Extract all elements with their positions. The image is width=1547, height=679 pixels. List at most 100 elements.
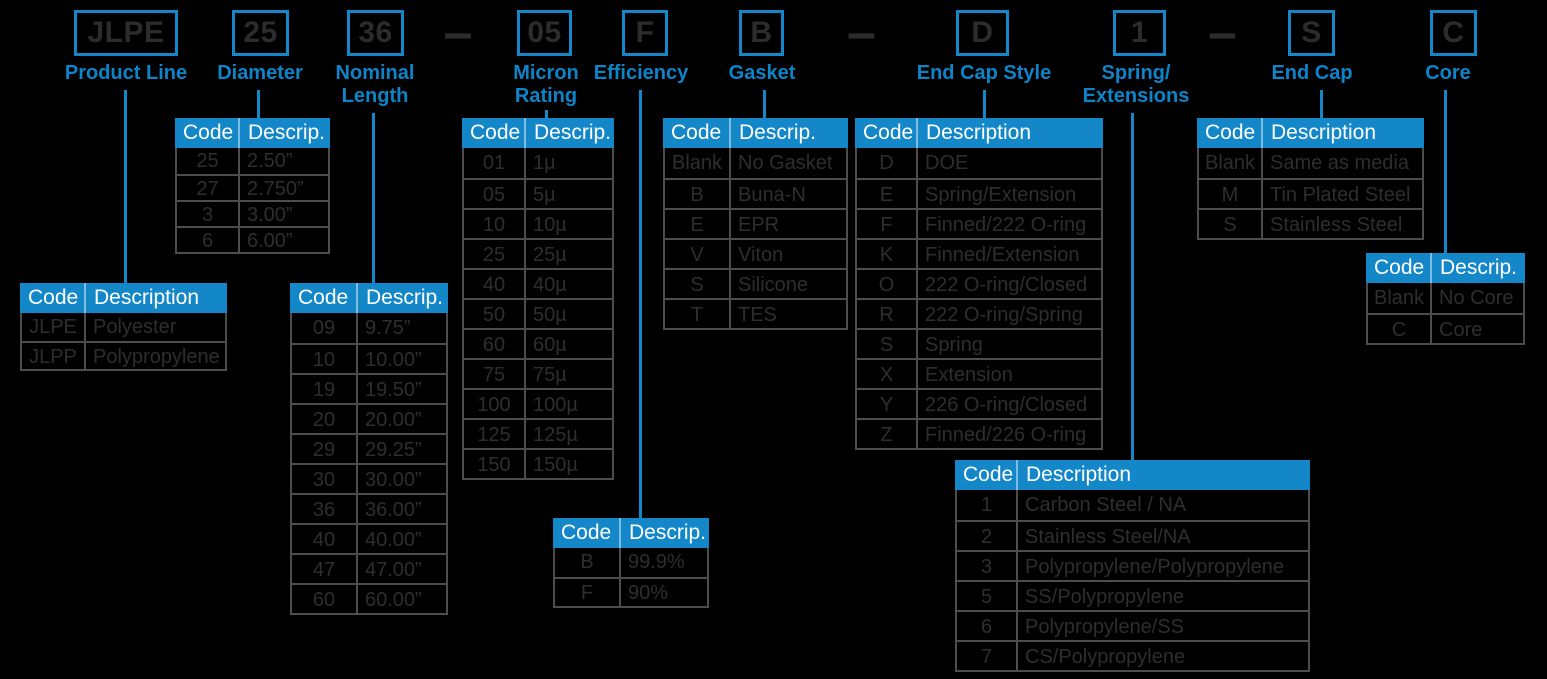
- descrip-cell: EPR: [738, 214, 780, 236]
- code-cell: Blank: [1368, 283, 1432, 313]
- code-cell: 1: [957, 490, 1018, 520]
- descrip-cell: No Core: [1439, 287, 1514, 309]
- descrip-cell: 150µ: [533, 454, 578, 476]
- descrip-cell: 222 O-ring/Closed: [925, 274, 1088, 296]
- table-row: 100 100µ: [464, 388, 612, 418]
- label-text: Length: [341, 85, 409, 107]
- descrip-cell: 90%: [628, 582, 669, 604]
- code-cell: Blank: [665, 148, 731, 178]
- description-column-header: Description: [1026, 463, 1132, 486]
- description-column-header: Descrip.: [739, 121, 817, 144]
- descrip-cell: 1µ: [533, 152, 556, 174]
- descrip-cell: 60µ: [533, 334, 567, 356]
- code-box-micron-rating: 05: [517, 10, 572, 56]
- descrip-cell: Polypropylene/SS: [1025, 616, 1184, 638]
- descrip-cell: Finned/Extension: [925, 244, 1080, 266]
- descrip-cell: 40.00”: [365, 529, 422, 551]
- code-cell: 60: [464, 330, 526, 358]
- descrip-cell: 6.00”: [247, 230, 293, 252]
- code-cell: 10: [464, 210, 526, 238]
- label-text: Nominal: [335, 62, 415, 84]
- code-column-header: Code: [553, 518, 621, 548]
- descrip-cell: Tin Plated Steel: [1270, 184, 1411, 206]
- descrip-cell: Extension: [925, 364, 1013, 386]
- code-cell: 3: [957, 552, 1018, 580]
- descrip-cell: Polypropylene/Polypropylene: [1025, 556, 1285, 578]
- descrip-cell: CS/Polypropylene: [1025, 646, 1186, 668]
- description-column-header: Description: [1271, 121, 1377, 144]
- descrip-cell: Polyester: [93, 316, 177, 338]
- descrip-cell: Buna-N: [738, 184, 806, 206]
- segment-label-gasket: Gasket: [672, 62, 852, 85]
- code-cell: 10: [292, 345, 358, 373]
- segment-label-end-cap-style: End Cap Style: [884, 62, 1084, 85]
- code-cell: 60: [292, 585, 358, 613]
- descrip-cell: 3.00”: [247, 204, 293, 226]
- code-cell: X: [857, 360, 918, 388]
- descrip-cell: 50µ: [533, 304, 567, 326]
- code-cell: 25: [464, 240, 526, 268]
- table-row: X Extension: [857, 358, 1101, 388]
- descrip-cell: 40µ: [533, 274, 567, 296]
- code-cell: C: [1368, 315, 1432, 343]
- code-cell: 27: [177, 176, 240, 200]
- descrip-cell: 222 O-ring/Spring: [925, 304, 1083, 326]
- table-header: Code Descrip.: [1366, 253, 1525, 283]
- code-cell: 47: [292, 555, 358, 583]
- table-header: Code Descrip.: [553, 518, 709, 548]
- segment-label-efficiency: Efficiency: [551, 62, 731, 85]
- code-cell: E: [665, 210, 731, 238]
- segment-label-product-line: Product Line: [36, 62, 216, 85]
- descrip-cell: 100µ: [533, 394, 578, 416]
- connector-line-product-line: [124, 90, 127, 283]
- connector-line-core: [1444, 90, 1447, 253]
- code-cell: 75: [464, 360, 526, 388]
- code-column-header: Code: [290, 283, 358, 313]
- code-cell: D: [857, 148, 918, 178]
- table-row: 3 Polypropylene/Polypropylene: [957, 550, 1308, 580]
- label-text: End Cap: [1271, 62, 1353, 84]
- code-cell: F: [857, 210, 918, 238]
- code-cell: 100: [464, 390, 526, 418]
- table-row: 60 60µ: [464, 328, 612, 358]
- table-header: Code Description: [855, 118, 1103, 148]
- code-cell: B: [555, 548, 621, 577]
- code-box-gasket: B: [739, 10, 784, 56]
- descrip-cell: 36.00”: [365, 499, 422, 521]
- description-column-header: Description: [94, 286, 200, 309]
- code-box-spring-extensions: 1: [1113, 10, 1166, 56]
- connector-line-micron-rating: [545, 110, 548, 118]
- code-cell: 30: [292, 465, 358, 493]
- connector-line-spring-extensions: [1131, 113, 1134, 460]
- dash-separator: –: [443, 4, 473, 62]
- descrip-cell: 25µ: [533, 244, 567, 266]
